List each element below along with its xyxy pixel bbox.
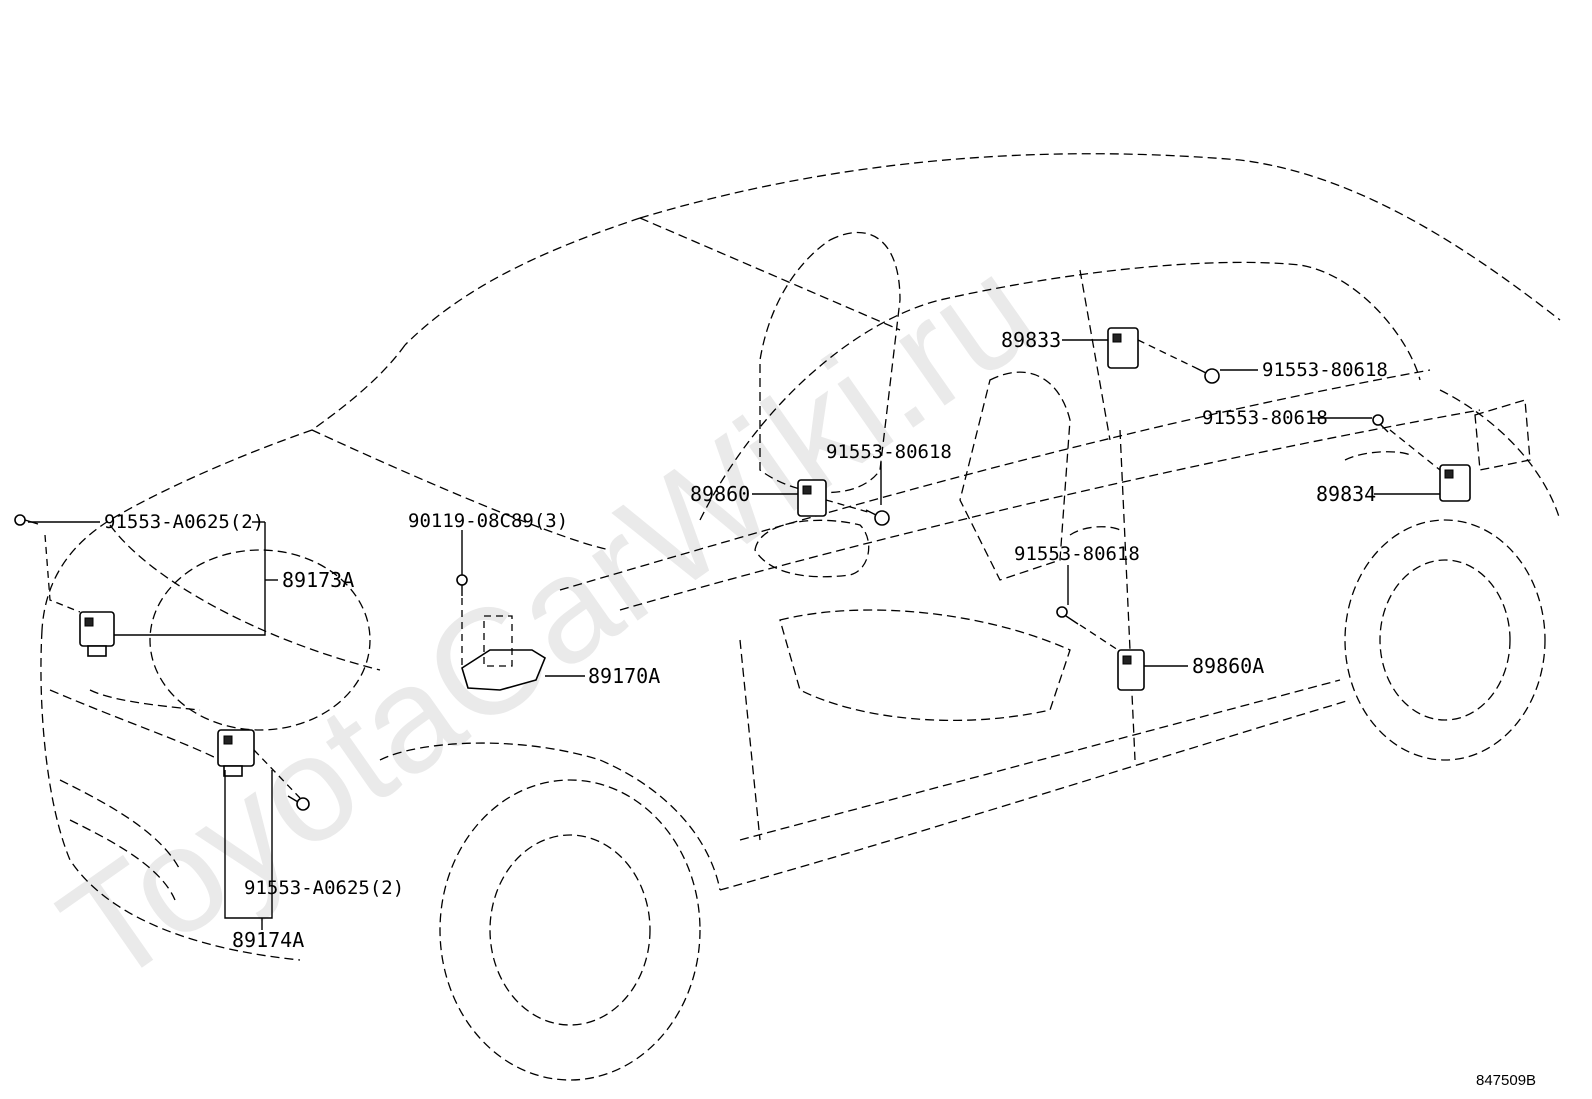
label-91553-a0625-bottom: 91553-A0625(2): [244, 877, 404, 899]
airbag-ecu-89170a: [461, 615, 546, 691]
front-sensor-89174a: [217, 729, 255, 777]
label-91553-80618-a: 91553-80618: [826, 441, 952, 463]
car-body-outline: [40, 153, 1561, 1081]
label-89170a: 89170A: [588, 664, 660, 688]
label-89860a: 89860A: [1192, 654, 1264, 678]
label-89834: 89834: [1316, 482, 1376, 506]
leader-lines: [28, 339, 1441, 930]
front-sensor-89173a: [79, 611, 115, 657]
label-91553-80618-d: 91553-80618: [1014, 543, 1140, 565]
rear-sensor-89834: [1439, 464, 1471, 502]
part-labels: 91553-A0625(2) 89173A 90119-08C89(3) 891…: [104, 328, 1536, 1089]
label-89174a: 89174A: [232, 928, 304, 952]
bolt-icons: [14, 367, 1389, 811]
label-91553-80618-b: 91553-80618: [1262, 359, 1388, 381]
diagram-code: 847509B: [1476, 1072, 1536, 1089]
label-90119-08c89: 90119-08C89(3): [408, 510, 568, 532]
label-91553-a0625-top: 91553-A0625(2): [104, 511, 264, 533]
label-89860: 89860: [690, 482, 750, 506]
side-sensor-89860: [797, 479, 827, 517]
label-91553-80618-c: 91553-80618: [1202, 407, 1328, 429]
label-89173a: 89173A: [282, 568, 354, 592]
side-sensor-89833: [1107, 327, 1139, 369]
label-89833: 89833: [1001, 328, 1061, 352]
side-sensor-89860a: [1117, 649, 1145, 691]
watermark-text: ToyotaCarWiki.ru: [32, 224, 1064, 1017]
